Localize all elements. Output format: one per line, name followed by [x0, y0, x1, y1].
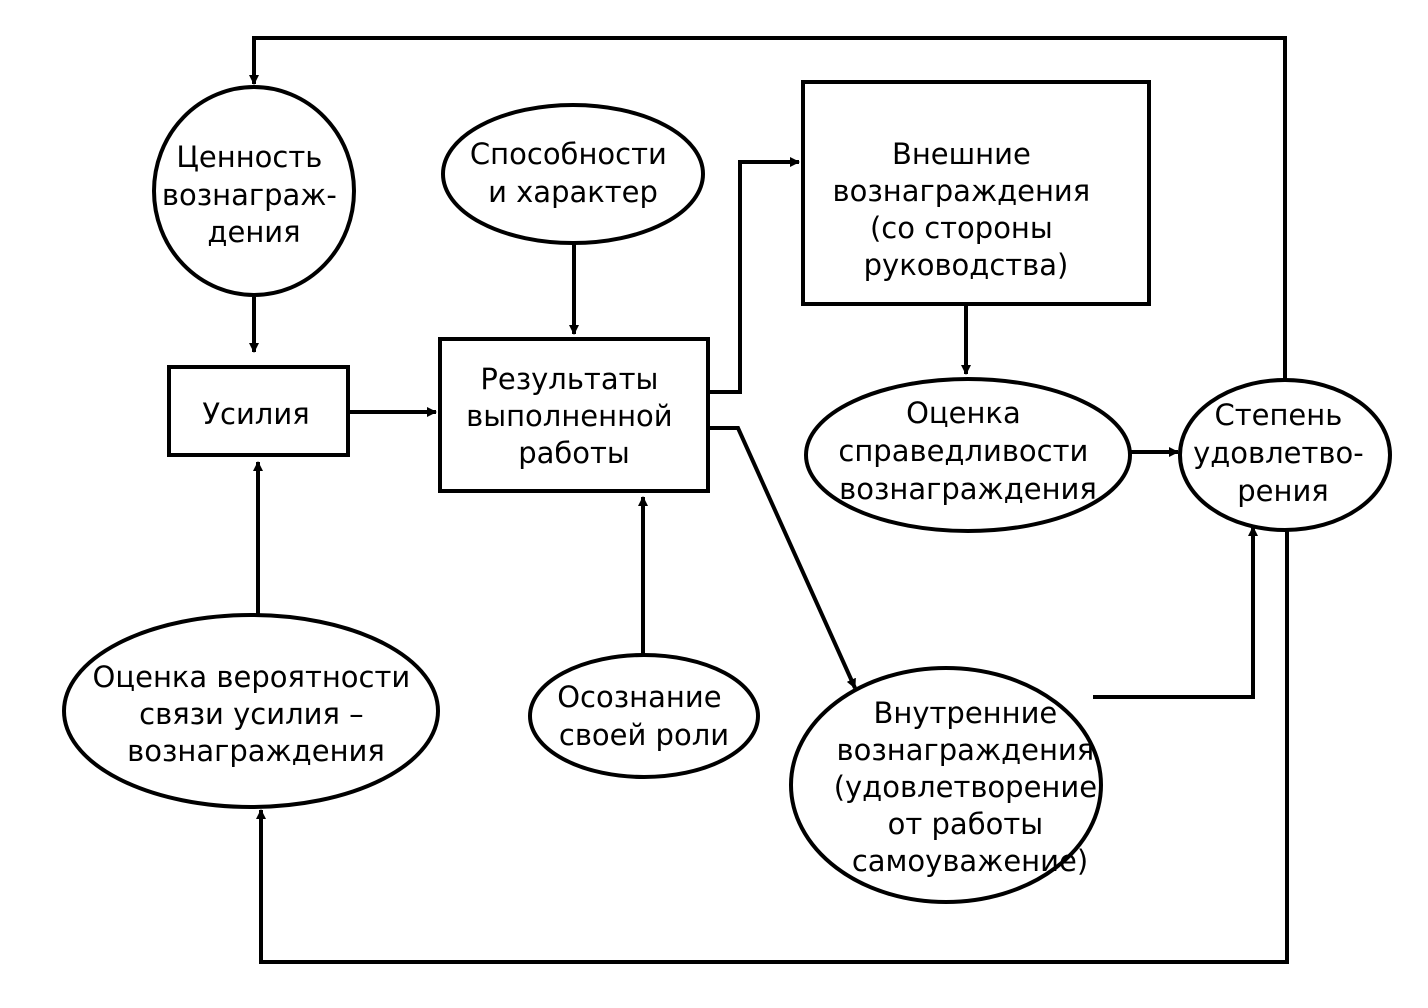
node-external-line: руководства) [864, 248, 1069, 282]
node-internal-line: вознаграждения [837, 733, 1095, 767]
node-reward-value-label: Ценность вознаграж- дения [162, 140, 346, 249]
node-probability-line: Оценка вероятности [93, 660, 411, 694]
node-results-label: Результаты выполненной работы [466, 362, 682, 470]
node-probability-line: вознаграждения [127, 734, 385, 768]
node-external: Внешние вознаграждения (со стороны руков… [801, 80, 1151, 306]
node-fairness: Оценка справедливости вознаграждения [804, 377, 1132, 533]
node-external-line: вознаграждения [833, 174, 1091, 208]
node-internal-shape [789, 666, 1103, 904]
node-external-label: Внешние вознаграждения (со стороны руков… [833, 137, 1100, 282]
node-internal: Внутренние вознаграждения (удовлетворени… [789, 666, 1107, 904]
node-probability: Оценка вероятности связи усилия – вознаг… [62, 613, 440, 809]
node-satisfaction-line: рения [1237, 474, 1329, 508]
node-external-shape [801, 80, 1151, 306]
node-results-line: выполненной [466, 399, 673, 433]
node-effort-line: Усилия [202, 397, 309, 431]
edge-results-to-internal [708, 426, 857, 689]
node-role-line: Осознание [557, 680, 721, 714]
node-role-shape [528, 653, 760, 779]
node-internal-line: от работы [888, 807, 1043, 841]
node-fairness-line: Оценка [906, 396, 1021, 430]
node-effort-shape [167, 365, 350, 457]
node-fairness-shape [804, 377, 1132, 533]
node-fairness-line: справедливости [838, 434, 1088, 468]
node-satisfaction-line: удовлетво- [1193, 436, 1364, 470]
node-probability-shape [62, 613, 440, 809]
node-abilities-line: и характер [488, 175, 658, 209]
node-satisfaction: Степень удовлетво- рения [1178, 378, 1392, 532]
node-results-line: Результаты [480, 362, 658, 396]
node-results-shape [438, 337, 710, 493]
node-internal-line: самоуважение) [852, 844, 1088, 878]
node-satisfaction-shape [1178, 378, 1392, 532]
node-results-line: работы [518, 436, 630, 470]
edge-internal-to-satisfaction [1093, 526, 1258, 699]
node-external-line: Внешние [892, 137, 1031, 171]
node-reward-value-line: Ценность [176, 140, 322, 174]
node-abilities: Способности и характер [441, 103, 705, 245]
node-fairness-label: Оценка справедливости вознаграждения [838, 396, 1097, 506]
node-external-line: (со стороны [870, 211, 1053, 245]
node-effort: Усилия [167, 365, 350, 457]
node-probability-line: связи усилия – [139, 697, 363, 731]
node-internal-line: (удовлетворение [834, 770, 1097, 804]
node-satisfaction-line: Степень [1214, 398, 1342, 432]
node-abilities-line: Способности [470, 137, 667, 171]
node-results: Результаты выполненной работы [438, 337, 710, 493]
edge-satisfaction-to-reward-value [249, 36, 1287, 380]
node-internal-label: Внутренние вознаграждения (удовлетворени… [834, 696, 1107, 878]
node-reward-value: Ценность вознаграж- дения [152, 85, 356, 297]
edges [249, 36, 1289, 964]
node-fairness-line: вознаграждения [839, 472, 1097, 506]
node-reward-value-shape [152, 85, 356, 297]
node-effort-label: Усилия [202, 397, 309, 431]
node-internal-line: Внутренние [874, 696, 1058, 730]
node-role-line: своей роли [559, 718, 729, 752]
node-reward-value-line: вознаграж- [162, 178, 337, 212]
node-reward-value-line: дения [207, 215, 300, 249]
node-role-label: Осознание своей роли [557, 680, 731, 752]
node-abilities-label: Способности и характер [470, 137, 676, 209]
node-probability-label: Оценка вероятности связи усилия – вознаг… [93, 660, 420, 768]
edge-results-to-external [708, 157, 800, 394]
node-abilities-shape [441, 103, 705, 245]
edge-satisfaction-to-probability [256, 528, 1289, 964]
node-satisfaction-label: Степень удовлетво- рения [1193, 398, 1373, 508]
node-role: Осознание своей роли [528, 653, 760, 779]
